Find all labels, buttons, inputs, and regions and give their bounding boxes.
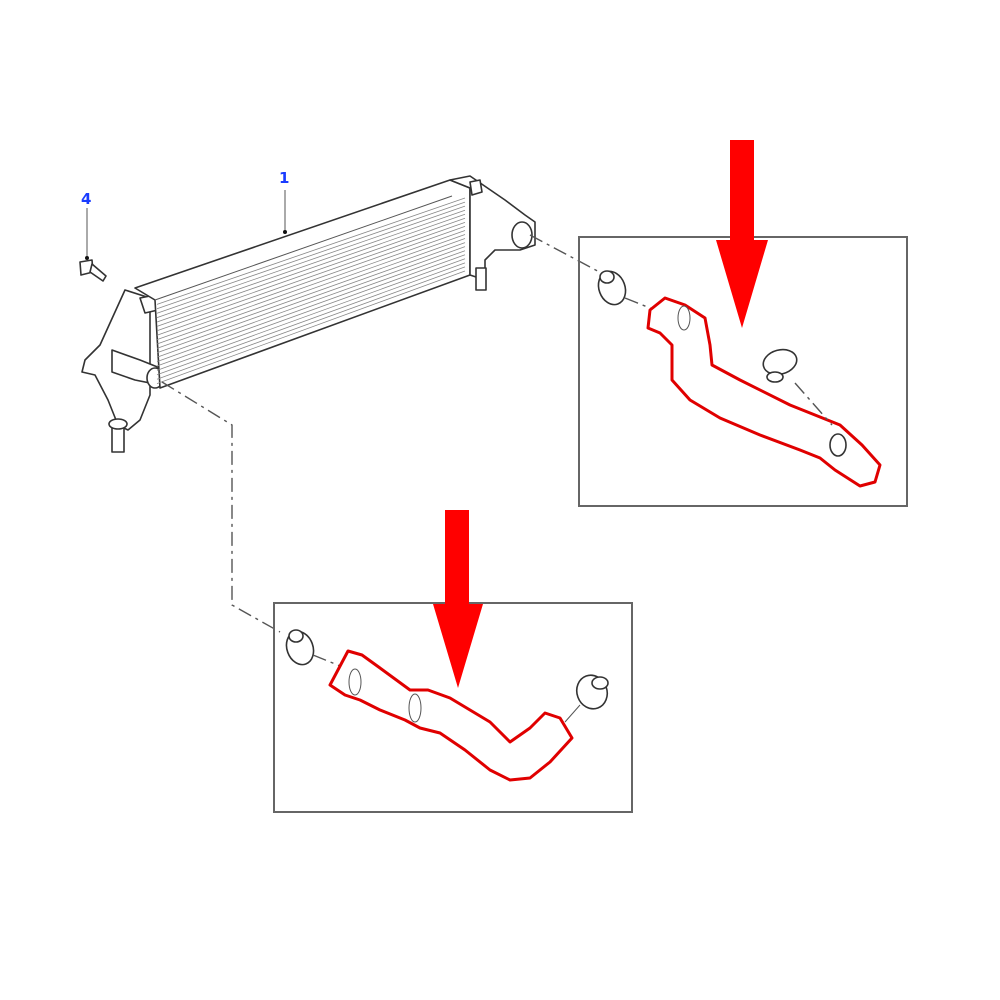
fin-line	[156, 205, 466, 314]
callout-4[interactable]: 4	[81, 190, 91, 208]
fin-line	[156, 266, 466, 380]
fin-line	[156, 221, 466, 332]
leader-dot-4	[85, 256, 89, 260]
fin-line	[156, 242, 466, 354]
fin-line	[156, 254, 466, 367]
cooling-fins	[156, 197, 466, 384]
fin-line	[156, 197, 466, 305]
fin-line	[156, 213, 466, 323]
fin-line	[156, 201, 466, 310]
connector-line-lower	[161, 381, 281, 633]
leader-dot-1	[283, 230, 287, 234]
upper-hose-highlighted[interactable]	[646, 296, 882, 488]
fin-line	[156, 258, 466, 371]
lower-hose-highlighted[interactable]	[328, 649, 574, 782]
upper-hose-end	[829, 433, 847, 457]
upper-hose-clamp-2	[762, 348, 798, 383]
fin-line	[156, 209, 466, 318]
fin-line	[156, 226, 466, 336]
intercooler	[81, 175, 536, 453]
bolt	[79, 259, 107, 282]
connector-line-upper	[529, 234, 606, 276]
fin-line	[156, 246, 466, 358]
callout-1[interactable]: 1	[279, 169, 289, 187]
fin-line	[156, 230, 466, 340]
lower-hose-clamp-1	[285, 629, 315, 666]
arrow-down-icon	[716, 140, 768, 328]
lower-hose-clamp-2	[575, 674, 609, 710]
arrow-down-icon	[433, 510, 483, 688]
fin-line	[156, 262, 466, 376]
fin-line	[156, 270, 466, 384]
fin-line	[156, 238, 466, 349]
fin-line	[156, 217, 466, 327]
fin-line	[156, 234, 466, 345]
upper-hose-clamp-1	[597, 270, 627, 306]
fin-line	[156, 250, 466, 362]
